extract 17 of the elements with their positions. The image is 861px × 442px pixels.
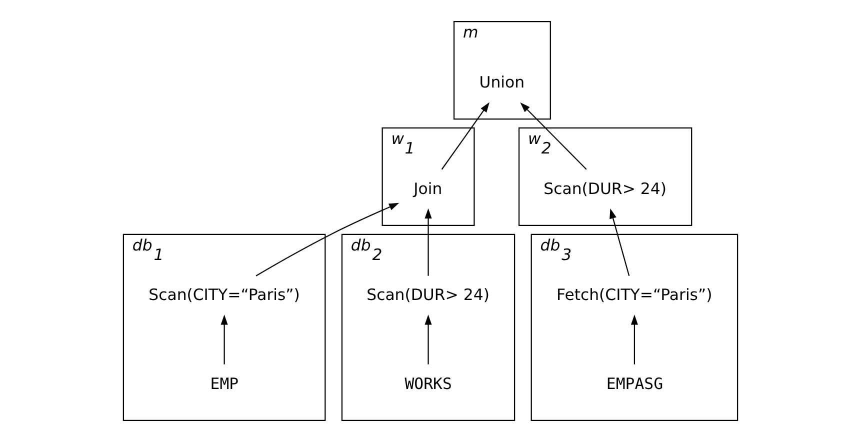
node-text: Fetch(CITY=“Paris”) [556, 285, 712, 304]
arrow [424, 314, 432, 364]
arrow [630, 314, 638, 364]
arrow [424, 208, 432, 276]
arrow [610, 208, 630, 276]
node-text: Join [414, 178, 442, 198]
node-text: Union [479, 72, 525, 92]
arrow [220, 314, 228, 364]
node-text: EMPASG [606, 374, 664, 393]
node-text: Scan(CITY=“Paris”) [148, 285, 300, 304]
arrow [441, 102, 490, 170]
arrow [520, 102, 587, 170]
node-text: Scan(DUR> 24) [366, 285, 490, 304]
node-text: WORKS [404, 374, 452, 393]
arrow [256, 202, 400, 276]
node-text: EMP [210, 374, 239, 393]
node-text: Scan(DUR> 24) [544, 178, 666, 198]
